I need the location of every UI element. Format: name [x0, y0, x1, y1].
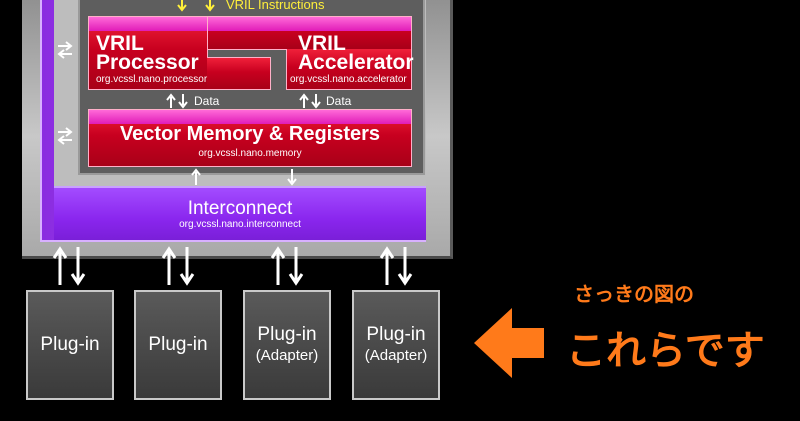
plugin-label: Plug-in — [40, 334, 100, 355]
plugin-adapter-label: (Adapter) — [364, 347, 428, 364]
plugin-label: Plug-in — [148, 334, 208, 355]
vector-memory-box — [88, 109, 412, 167]
annotation-small-text: さっきの図の — [574, 282, 694, 306]
down-arrow-icon — [287, 169, 297, 186]
left-pointing-arrow-icon — [474, 308, 544, 378]
annotation-big-text: これらです — [566, 328, 765, 374]
up-arrow-icon — [191, 168, 201, 185]
accelerator-title-line1: VRIL — [298, 32, 346, 55]
vril-processor-box-extension — [207, 57, 271, 90]
plugin-box: Plug-in — [26, 290, 114, 400]
processor-title-line1: VRIL — [96, 32, 144, 55]
plugin-io-arrows-icon — [379, 246, 413, 286]
interconnect-title: Interconnect — [187, 198, 293, 219]
vril-accelerator-box-extension — [286, 49, 412, 90]
accelerator-package: org.vcssl.nano.accelerator — [290, 74, 407, 85]
box-header-bar — [89, 110, 411, 124]
plugin-label: Plug-in — [257, 324, 317, 345]
interconnect-box: Interconnect org.vcssl.nano.interconnect — [54, 186, 426, 240]
side-double-arrow-icon — [57, 127, 73, 145]
plugin-io-arrows-icon — [270, 246, 304, 286]
data-updown-arrows-icon — [299, 93, 321, 109]
plugin-adapter-box: Plug-in (Adapter) — [352, 290, 440, 400]
plugin-adapter-box: Plug-in (Adapter) — [243, 290, 331, 400]
plugin-label: Plug-in — [366, 324, 426, 345]
accelerator-title-line2: Accelerator — [298, 51, 414, 74]
box-header-bar — [208, 17, 411, 31]
processor-package: org.vcssl.nano.processor — [96, 74, 208, 85]
side-double-arrow-icon — [57, 41, 73, 59]
data-label-left: Data — [194, 94, 220, 108]
instruction-arrows-icon — [177, 0, 215, 12]
plugin-io-arrows-icon — [161, 246, 195, 286]
plugin-io-arrows-icon — [52, 246, 86, 286]
data-updown-arrows-icon — [166, 93, 188, 109]
memory-package: org.vcssl.nano.memory — [198, 148, 302, 159]
plugin-adapter-label: (Adapter) — [255, 347, 319, 364]
vril-instructions-label: VRIL Instructions — [226, 0, 325, 12]
plugin-box: Plug-in — [134, 290, 222, 400]
data-label-right: Data — [326, 94, 352, 108]
vril-processor-box — [88, 16, 208, 90]
processor-title-line2: Processor — [96, 51, 199, 74]
interconnect-package: org.vcssl.nano.interconnect — [179, 219, 301, 230]
box-header-bar — [89, 17, 207, 31]
memory-title: Vector Memory & Registers — [119, 123, 381, 145]
